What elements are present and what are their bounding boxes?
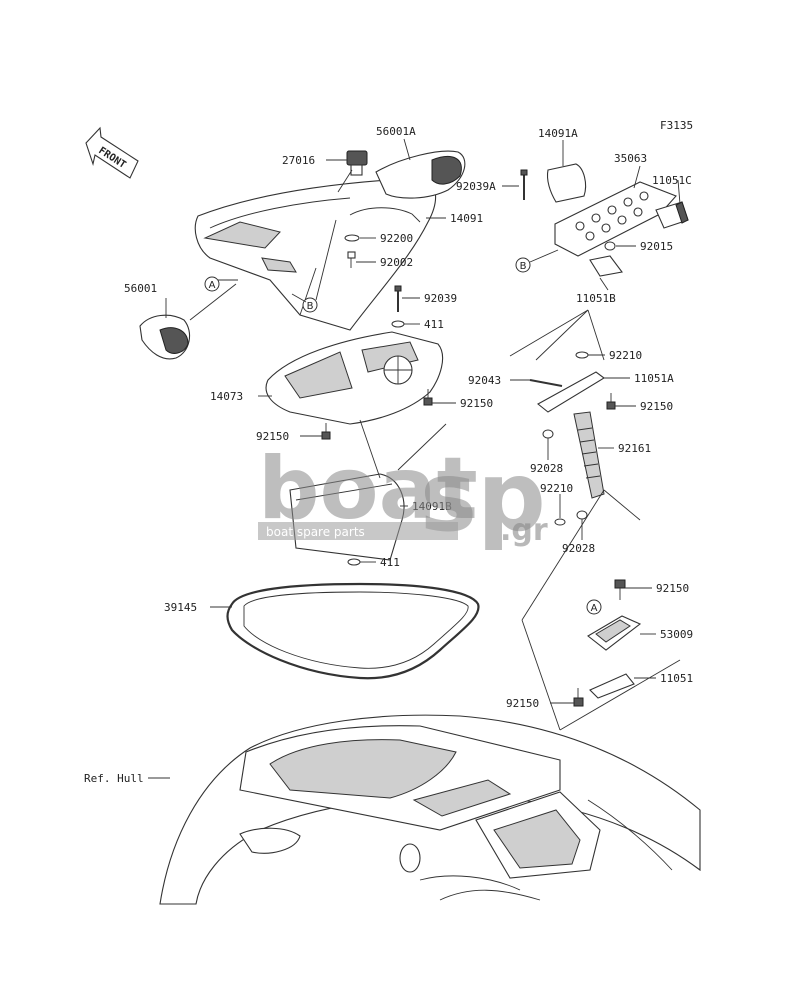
bolt-92039A (520, 169, 528, 200)
watermark-tagline: boat spare parts (266, 525, 365, 539)
watermark-domain: .gr (500, 513, 548, 548)
seat-cover-14091 (194, 177, 437, 331)
bolt-92150-left-base (321, 423, 331, 440)
bolt-92150-latch-bottom (573, 688, 584, 707)
label-14091B: 14091B (412, 500, 452, 513)
plate-11051B (589, 255, 623, 277)
label-39145: 39145 (164, 601, 197, 614)
svg-text:B: B (520, 261, 527, 272)
label-27016: 27016 (282, 154, 315, 167)
label-ref-hull: Ref. Hull (84, 772, 144, 785)
label-92028-lower: 92028 (562, 542, 595, 555)
label-92161: 92161 (618, 442, 651, 455)
label-92039A: 92039A (456, 180, 496, 193)
pad-11051C (655, 201, 689, 229)
washer-92210-upper (575, 351, 589, 359)
label-56001A: 56001A (376, 125, 416, 138)
latch-53009 (587, 615, 642, 651)
label-11051: 11051 (660, 672, 693, 685)
washer-411-upper (391, 320, 405, 328)
label-92150-base-left: 92150 (256, 430, 289, 443)
washer-92200 (344, 234, 360, 242)
label-53009: 53009 (660, 628, 693, 641)
leader-lines (148, 138, 681, 779)
callout-A-upper: A (204, 276, 220, 292)
seat-base-14073 (265, 331, 444, 425)
bolt-92002 (347, 251, 356, 268)
label-92210-lower: 92210 (540, 482, 573, 495)
label-411-lower: 411 (380, 556, 400, 569)
label-92150-base-right: 92150 (460, 397, 493, 410)
label-14091: 14091 (450, 212, 483, 225)
svg-text:B: B (307, 301, 314, 312)
figure-code: F3135 (660, 119, 693, 132)
gasket-39145 (226, 582, 480, 680)
collar-92028-lower (576, 510, 588, 520)
grab-handle-56001A (375, 150, 466, 199)
pad-14091A (546, 163, 587, 203)
callout-A-latch: A (586, 599, 602, 615)
bolt-92150-latch-top (614, 579, 626, 600)
label-92150-latch-bottom: 92150 (506, 697, 539, 710)
label-14091A: 14091A (538, 127, 578, 140)
label-92210-upper: 92210 (609, 349, 642, 362)
label-11051A: 11051A (634, 372, 674, 385)
label-92150-damper: 92150 (640, 400, 673, 413)
bracket-11051A (537, 371, 605, 413)
label-92200: 92200 (380, 232, 413, 245)
svg-text:A: A (591, 603, 598, 614)
washer-92015 (604, 241, 616, 251)
part-labels: 56001A 14091A 35063 27016 92039A 11051C … (84, 125, 693, 785)
label-11051B: 11051B (576, 292, 616, 305)
label-35063: 35063 (614, 152, 647, 165)
washer-411-lower (347, 558, 361, 566)
label-11051C: 11051C (652, 174, 692, 187)
front-arrow-icon: FRONT (85, 126, 139, 179)
label-56001: 56001 (124, 282, 157, 295)
watermark-logo: boat sp .gr boat spare parts (258, 439, 548, 553)
label-92150-latch-top: 92150 (656, 582, 689, 595)
callout-B-upper: B (302, 297, 318, 313)
washer-92210-lower (554, 518, 566, 526)
hull-reference (159, 714, 701, 905)
label-92015: 92015 (640, 240, 673, 253)
clip-27016 (346, 150, 368, 176)
plate-11051 (589, 673, 635, 699)
grab-handle-56001 (139, 314, 191, 360)
callout-B-right: B (515, 257, 531, 273)
label-92039: 92039 (424, 292, 457, 305)
label-411-upper: 411 (424, 318, 444, 331)
bolt-92150-right-base (423, 389, 433, 406)
label-92028-upper: 92028 (530, 462, 563, 475)
bolt-92039 (394, 285, 402, 312)
label-92043: 92043 (468, 374, 501, 387)
damper-92161 (573, 411, 605, 499)
label-92002: 92002 (380, 256, 413, 269)
collar-92028-upper (542, 429, 554, 439)
bolt-92043 (529, 379, 563, 387)
label-14073: 14073 (210, 390, 243, 403)
bolt-92150-damper (606, 393, 616, 410)
svg-text:A: A (209, 280, 216, 291)
